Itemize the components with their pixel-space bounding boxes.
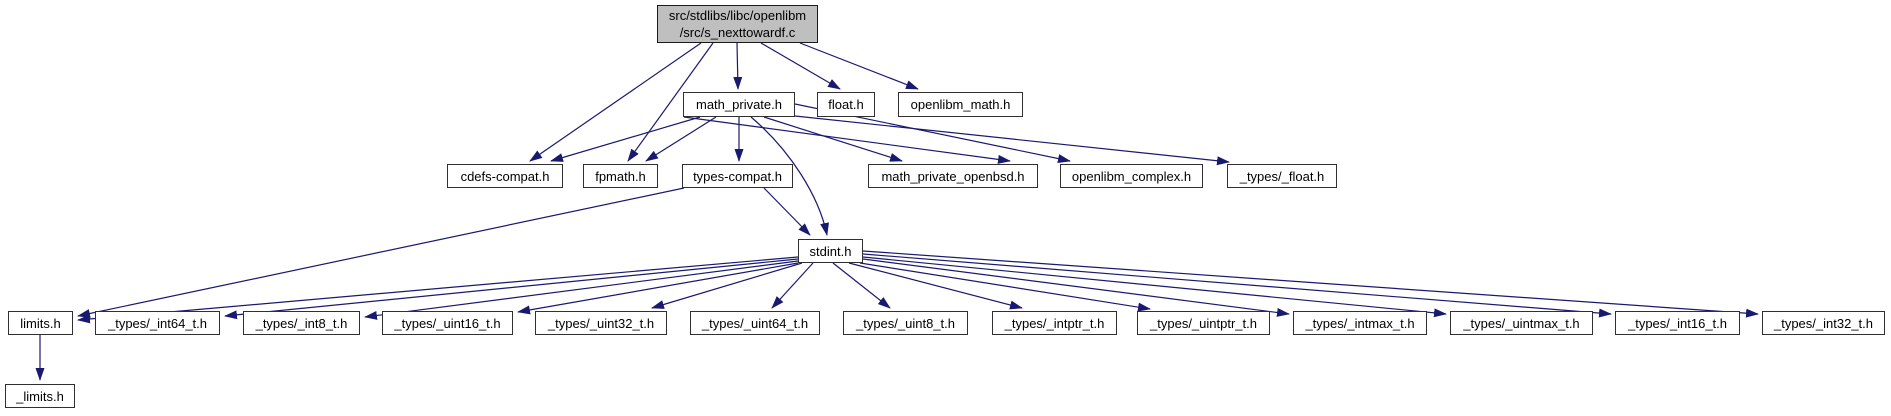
node-root: src/stdlibs/libc/openlibm/src/s_nexttowa… bbox=[657, 5, 818, 43]
edge-root-to-math-private-h bbox=[733, 42, 743, 90]
node-float-h[interactable]: float.h bbox=[817, 92, 875, 117]
edge-stdint-h-to-types-intptr-t-h bbox=[848, 262, 1023, 310]
edge-math-private-h-to-types-float-h bbox=[794, 115, 1230, 166]
edge-math-private-h-to-math-private-openbsd-h bbox=[763, 116, 903, 162]
node-label-line: src/stdlibs/libc/openlibm bbox=[668, 8, 807, 23]
edge-stdint-h-to-types-uint32-t-h bbox=[651, 262, 803, 309]
node-limits-h[interactable]: _limits.h bbox=[5, 384, 75, 408]
node-math-private-openbsd-h[interactable]: math_private_openbsd.h bbox=[868, 164, 1038, 188]
edge-stdint-h-to-types-int64-t-h bbox=[224, 258, 799, 320]
edge-math-private-h-to-math-private-openbsd-h bbox=[683, 116, 1011, 164]
node-types-uint64-t-h[interactable]: _types/_uint64_t.h bbox=[690, 311, 820, 335]
node-label-line: /src/s_nexttowardf.c bbox=[679, 25, 796, 40]
node-types-int16-t-h[interactable]: _types/_int16_t.h bbox=[1615, 311, 1740, 335]
node-fpmath-h[interactable]: fpmath.h bbox=[583, 164, 658, 188]
node-openlibm-math-h[interactable]: openlibm_math.h bbox=[898, 92, 1023, 117]
edge-math-private-h-to-fpmath-h bbox=[645, 116, 717, 162]
node-types-int8-t-h[interactable]: _types/_int8_t.h bbox=[243, 311, 360, 335]
edge-stdint-h-to-types-int8-t-h bbox=[364, 260, 799, 320]
edge-stdint-h-to-types-uintmax-t-h bbox=[862, 256, 1447, 318]
edge-stdint-h-to-types-intmax-t-h bbox=[862, 258, 1290, 317]
edge-stdint-h-to-types-uintptr-t-h bbox=[859, 262, 1151, 312]
edge-root-to-cdefs-compat-h bbox=[529, 42, 702, 162]
node-cdefs-compat-h[interactable]: cdefs-compat.h bbox=[447, 164, 563, 188]
node-types-intmax-t-h[interactable]: _types/_intmax_t.h bbox=[1293, 311, 1427, 335]
node-math-private-h[interactable]: math_private.h bbox=[683, 92, 795, 117]
node-limits-h[interactable]: limits.h bbox=[8, 311, 73, 335]
node-stdint-h[interactable]: stdint.h bbox=[798, 239, 863, 263]
node-types-uintptr-t-h[interactable]: _types/_uintptr_t.h bbox=[1137, 311, 1270, 335]
node-types-int32-t-h[interactable]: _types/_int32_t.h bbox=[1762, 311, 1885, 335]
node-types-intptr-t-h[interactable]: _types/_intptr_t.h bbox=[992, 311, 1117, 335]
node-types-float-h[interactable]: _types/_float.h bbox=[1227, 164, 1337, 188]
edge-root-to-float-h bbox=[760, 42, 841, 90]
node-types-compat-h[interactable]: types-compat.h bbox=[682, 164, 793, 188]
node-types-uint32-t-h[interactable]: _types/_uint32_t.h bbox=[535, 311, 667, 335]
edge-stdint-h-to-types-uint8-t-h bbox=[832, 262, 891, 309]
edge-stdint-h-to-types-uint64-t-h bbox=[771, 262, 814, 309]
edge-math-private-h-to-cdefs-compat-h bbox=[550, 116, 701, 162]
node-types-int64-t-h[interactable]: _types/_int64_t.h bbox=[95, 311, 220, 335]
node-openlibm-complex-h[interactable]: openlibm_complex.h bbox=[1060, 164, 1203, 188]
node-types-uintmax-t-h[interactable]: _types/_uintmax_t.h bbox=[1450, 311, 1593, 335]
node-types-uint16-t-h[interactable]: _types/_uint16_t.h bbox=[382, 311, 513, 335]
edge-stdint-h-to-types-int32-t-h bbox=[862, 250, 1759, 318]
node-types-uint8-t-h[interactable]: _types/_uint8_t.h bbox=[843, 311, 968, 335]
edge-stdint-h-to-types-uint16-t-h bbox=[517, 262, 799, 315]
edge-types-compat-h-to-limits-h bbox=[77, 187, 685, 318]
edge-root-to-openlibm-math-h bbox=[799, 42, 919, 90]
edge-stdint-h-to-types-int16-t-h bbox=[862, 253, 1612, 318]
edge-types-compat-h-to-stdint-h bbox=[763, 187, 811, 236]
